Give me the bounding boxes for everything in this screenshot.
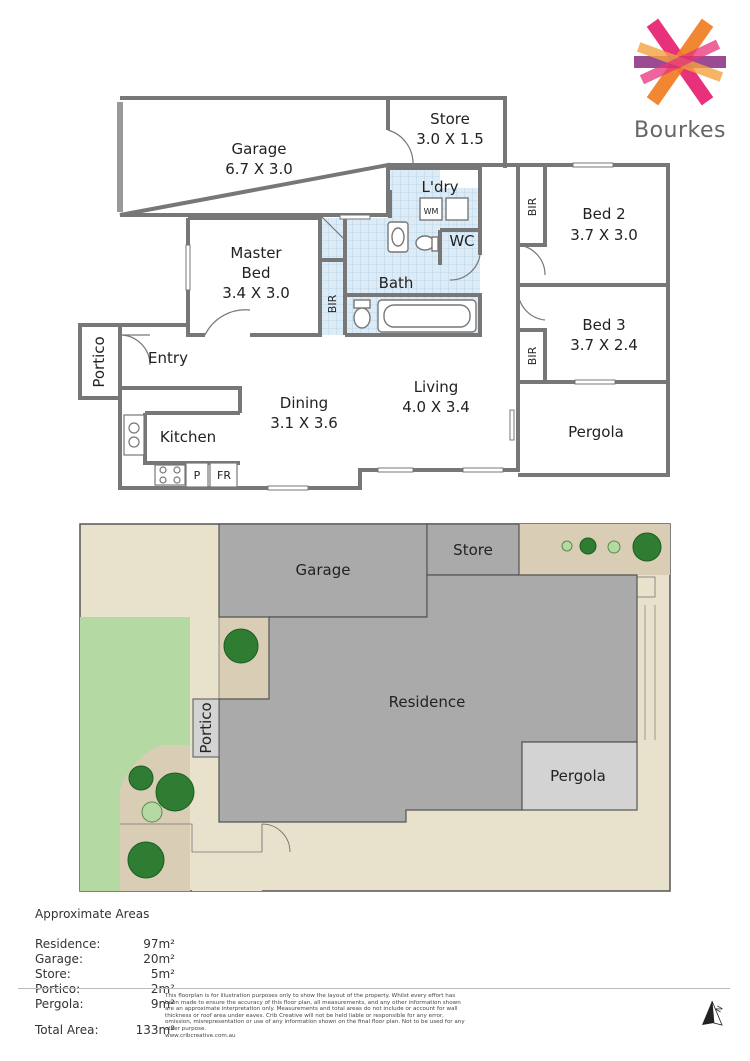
north-label: N (714, 1004, 725, 1014)
site-label-garage: Garage (296, 561, 351, 579)
room-labels: Garage 6.7 X 3.0 Store 3.0 X 1.5 L'dry W… (90, 110, 638, 482)
areas-title: Approximate Areas (35, 907, 150, 921)
area-row-pergola: Pergola:9m² (35, 997, 175, 1011)
bir-bed2: BIR (526, 197, 539, 216)
room-garage-dims: 6.7 X 3.0 (225, 160, 293, 178)
room-master: Master (230, 244, 282, 262)
room-bed3: Bed 3 (582, 316, 625, 334)
room-master-bed: Bed (241, 264, 270, 282)
room-garage: Garage (232, 140, 287, 158)
fridge-label: FR (217, 469, 231, 482)
store-walls (388, 96, 507, 167)
room-entry: Entry (148, 349, 188, 367)
room-living: Living (414, 378, 459, 396)
washing-machine-label: WM (424, 207, 439, 216)
logo-star-icon (634, 18, 726, 106)
site-portico (192, 698, 220, 758)
disclaimer-text: This floorplan is for illustration purpo… (165, 993, 465, 1032)
room-bed2-dims: 3.7 X 3.0 (570, 226, 638, 244)
north-arrow-icon: N (702, 1000, 725, 1026)
room-dining-dims: 3.1 X 3.6 (270, 414, 338, 432)
windows (185, 162, 616, 491)
room-bed2: Bed 2 (582, 205, 625, 223)
site-label-store: Store (453, 541, 493, 559)
room-pergola: Pergola (568, 423, 624, 441)
approximate-areas: Approximate Areas Residence:97m² Garage:… (35, 907, 175, 1038)
site-label-pergola: Pergola (550, 767, 606, 785)
site-label-residence: Residence (389, 693, 466, 711)
room-master-dims: 3.4 X 3.0 (222, 284, 290, 302)
room-wc: WC (449, 232, 474, 250)
wet-walls (343, 166, 482, 337)
area-row-store: Store:5m² (35, 967, 175, 981)
bed2-walls (516, 163, 670, 287)
brand-name: Bourkes (634, 118, 726, 143)
bath-fixtures (353, 197, 477, 333)
site-pergola (521, 741, 638, 811)
bir-master: BIR (326, 294, 339, 313)
bir-bed3: BIR (526, 346, 539, 365)
room-laundry: L'dry (421, 178, 458, 196)
bir-bed2-walls (518, 163, 547, 247)
floor-plan: Garage 6.7 X 3.0 Store 3.0 X 1.5 L'dry W… (78, 96, 670, 491)
disclaimer: This floorplan is for illustration purpo… (165, 993, 467, 1039)
room-dining: Dining (280, 394, 328, 412)
room-store: Store (430, 110, 470, 128)
trees (127, 532, 662, 879)
website-link[interactable]: www.cribcreative.com.au (165, 1032, 236, 1039)
site-plan: Garage Store Residence Pergola Portico (79, 523, 671, 892)
site-label-portico: Portico (197, 702, 215, 753)
room-bath: Bath (379, 274, 414, 292)
room-bed3-dims: 3.7 X 2.4 (570, 336, 638, 354)
kitchen-fixtures (123, 414, 238, 488)
footer-divider (18, 988, 730, 989)
room-store-dims: 3.0 X 1.5 (416, 130, 484, 148)
area-row-garage: Garage:20m² (35, 952, 175, 966)
area-row-total: Total Area:133m² (35, 1023, 175, 1037)
room-living-dims: 4.0 X 3.4 (402, 398, 470, 416)
area-row-residence: Residence:97m² (35, 937, 175, 951)
portico-walls (78, 323, 122, 400)
room-kitchen: Kitchen (160, 428, 216, 446)
pantry-label: P (194, 469, 201, 482)
bir-bed3-walls (518, 328, 547, 382)
area-row-portico: Portico:2m² (35, 982, 175, 996)
bourkes-logo: Bourkes (634, 18, 726, 143)
room-portico: Portico (90, 336, 108, 387)
